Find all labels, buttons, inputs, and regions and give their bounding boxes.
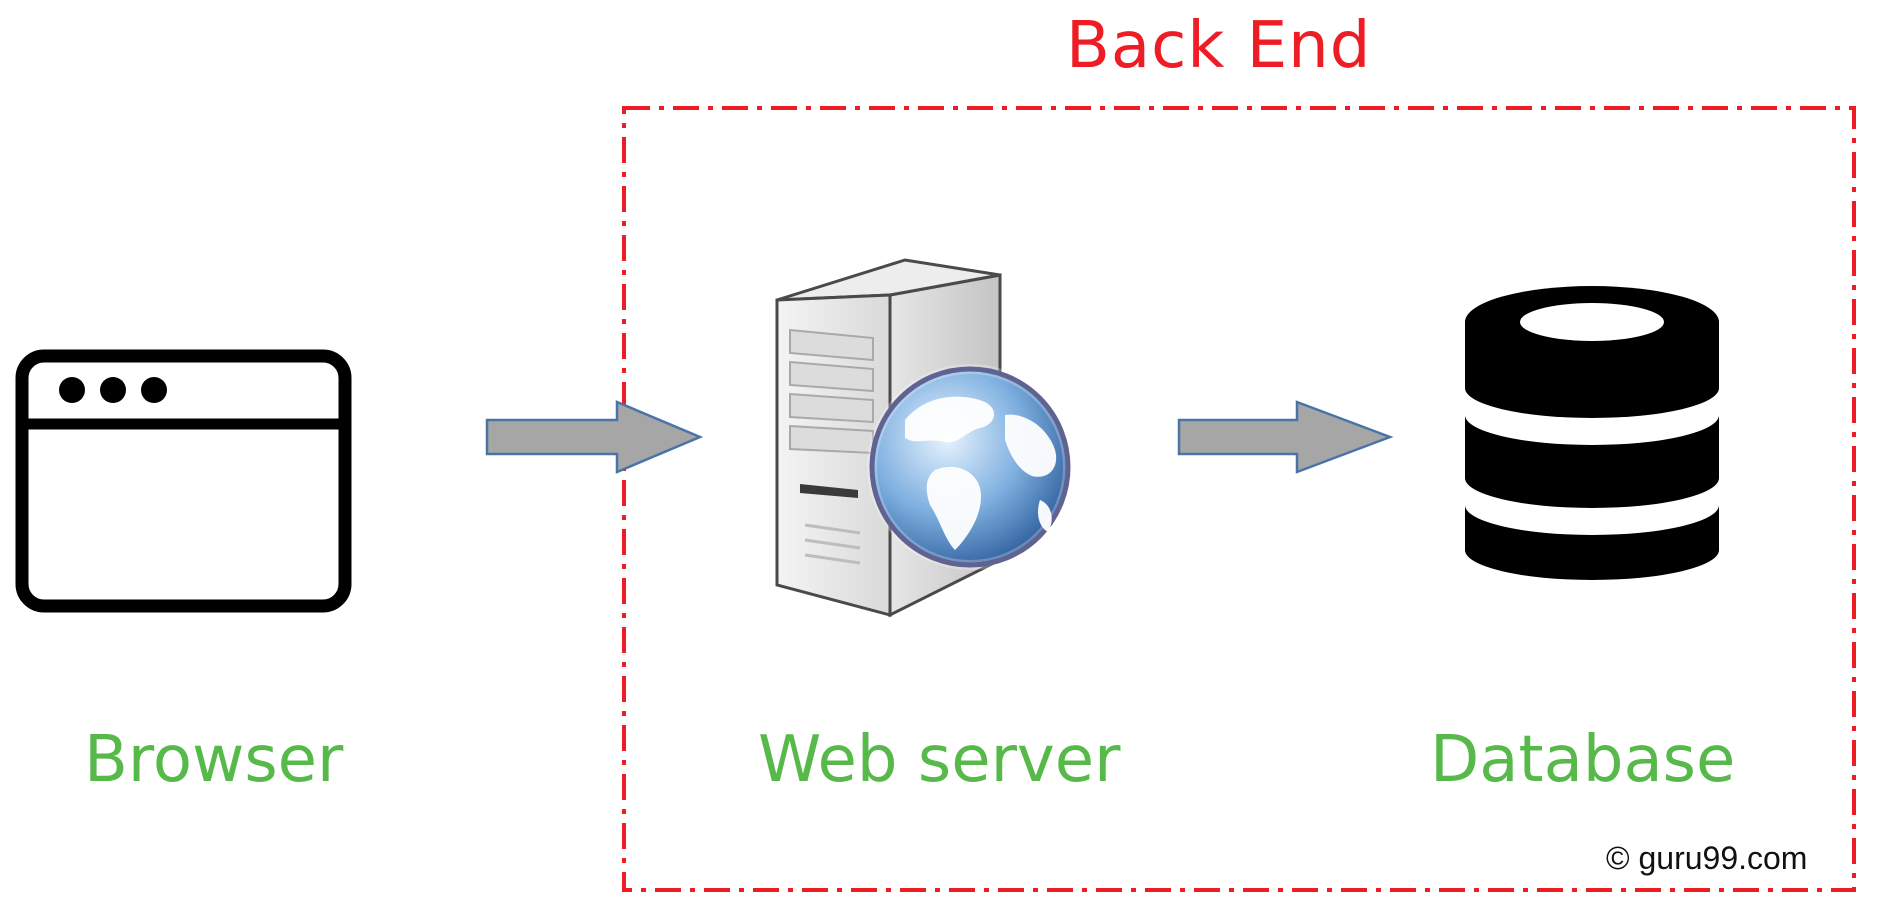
arrow-webserver-to-database [1177,400,1394,474]
arrow-browser-to-webserver [485,400,704,474]
web-server-globe-icon [775,258,1073,618]
database-icon [1465,286,1719,580]
backend-title: Back End [1066,9,1372,83]
watermark: © guru99.com [1606,840,1808,876]
backend-boundary [622,106,1856,892]
database-label: Database [1430,723,1736,797]
webserver-label: Web server [758,723,1121,797]
browser-label: Browser [84,723,344,797]
browser-window-icon [15,349,352,613]
